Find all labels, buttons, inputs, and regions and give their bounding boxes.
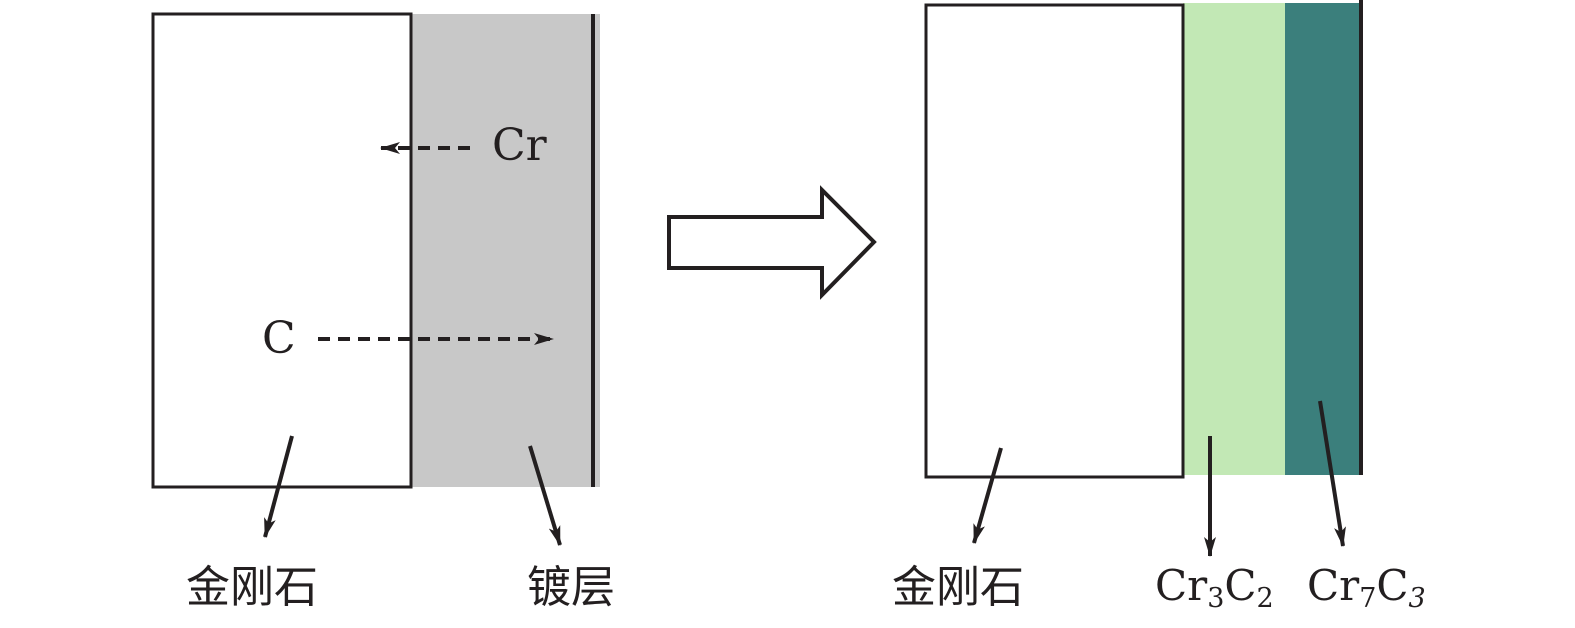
diamond-block xyxy=(151,12,413,489)
diamond-label-right: 金刚石 xyxy=(892,562,1024,613)
diamond-label-left: 金刚石 xyxy=(186,562,318,613)
cr3c2-label-sub1: 3 xyxy=(1207,583,1224,614)
cr3c2-label: Cr3C2 xyxy=(1155,561,1274,614)
coating-layer xyxy=(411,14,600,487)
coating-pointer-arrow xyxy=(528,445,562,546)
diamond-pointer-arrow xyxy=(263,435,294,538)
diamond-block-right xyxy=(924,3,1185,479)
cr7c3-label-sub2: 3 xyxy=(1409,583,1426,614)
hollow-right-arrow-icon xyxy=(667,185,877,300)
diamond-pointer-arrow-right xyxy=(972,447,1003,544)
c-label: C xyxy=(262,313,296,364)
cr3c2-layer xyxy=(1183,3,1286,475)
cr7c3-label-sub1: 7 xyxy=(1359,583,1376,614)
left-panel: Cr C 金刚石 镀层 xyxy=(151,12,615,613)
cr7c3-layer xyxy=(1285,3,1361,475)
cr3c2-label-mid: C xyxy=(1224,561,1256,610)
cr7c3-label: Cr7C3 xyxy=(1307,561,1426,614)
coating-label: 镀层 xyxy=(527,562,615,613)
cr-label: Cr xyxy=(492,120,548,171)
cr3c2-label-sub2: 2 xyxy=(1257,583,1274,614)
cr7c3-label-base: Cr xyxy=(1307,561,1360,610)
cr3c2-label-base: Cr xyxy=(1155,561,1208,610)
right-panel: 金刚石 Cr3C2 Cr7C3 xyxy=(892,0,1426,614)
cr7c3-pointer-arrow xyxy=(1318,400,1346,547)
cr7c3-label-mid: C xyxy=(1376,561,1408,610)
